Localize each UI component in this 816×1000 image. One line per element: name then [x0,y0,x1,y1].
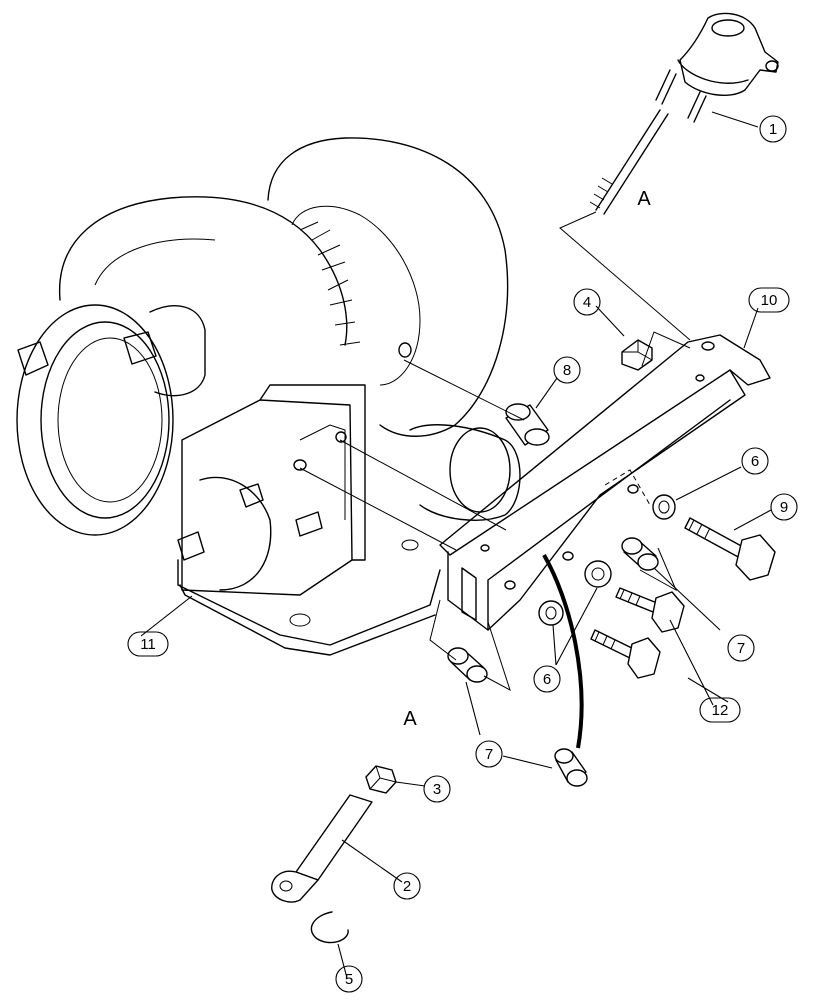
alignment-lines [299,211,691,692]
svg-text:12: 12 [712,702,729,719]
rod-end-2 [271,794,373,903]
washer-6-lower [538,600,564,626]
callout-7-bottom: 7 [475,740,503,768]
callout-2: 2 [393,872,421,900]
spacer-7-bottom [554,748,588,787]
callout-1: 1 [759,115,787,143]
callout-12: 12 [699,697,741,723]
spacer-7-left [447,647,488,683]
svg-text:10: 10 [761,292,778,309]
svg-text:8: 8 [563,362,571,379]
bolt-9 [684,517,776,581]
callout-9: 9 [770,493,798,521]
leader-lines [140,111,772,979]
svg-text:6: 6 [751,453,759,470]
view-letter-a-bottom: A [403,708,417,730]
callout-10: 10 [748,287,790,313]
washer-6-middle [584,560,612,588]
svg-text:4: 4 [583,294,591,311]
svg-text:1: 1 [769,121,777,138]
callout-4: 4 [573,288,601,316]
clip-5 [310,911,349,944]
bracket [439,334,771,631]
callout-6-right: 6 [741,447,769,475]
svg-text:11: 11 [140,636,156,653]
callout-6-left: 6 [533,665,561,693]
callout-3: 3 [423,775,451,803]
turbocharger-assembly [16,137,521,656]
svg-text:7: 7 [485,746,493,763]
bolt-12-upper [615,587,685,633]
spacer-8 [505,403,550,446]
spacer-7-right [621,537,659,571]
wastegate-actuator [589,12,779,215]
callout-11: 11 [127,631,169,657]
callouts: 1 2 3 4 5 6 6 7 7 8 9 10 11 12 [127,115,798,993]
callout-7-right: 7 [727,634,755,662]
svg-text:5: 5 [345,971,353,988]
svg-text:9: 9 [780,499,788,516]
callout-8: 8 [553,356,581,384]
washer-6-upper [652,494,676,520]
svg-text:3: 3 [433,781,441,798]
svg-text:7: 7 [737,640,745,657]
svg-text:2: 2 [403,878,411,895]
callout-5: 5 [335,965,363,993]
view-letter-a-top: A [637,188,651,210]
nut-4 [621,339,653,371]
svg-text:6: 6 [543,671,551,688]
bolt-12-lower [590,629,661,679]
